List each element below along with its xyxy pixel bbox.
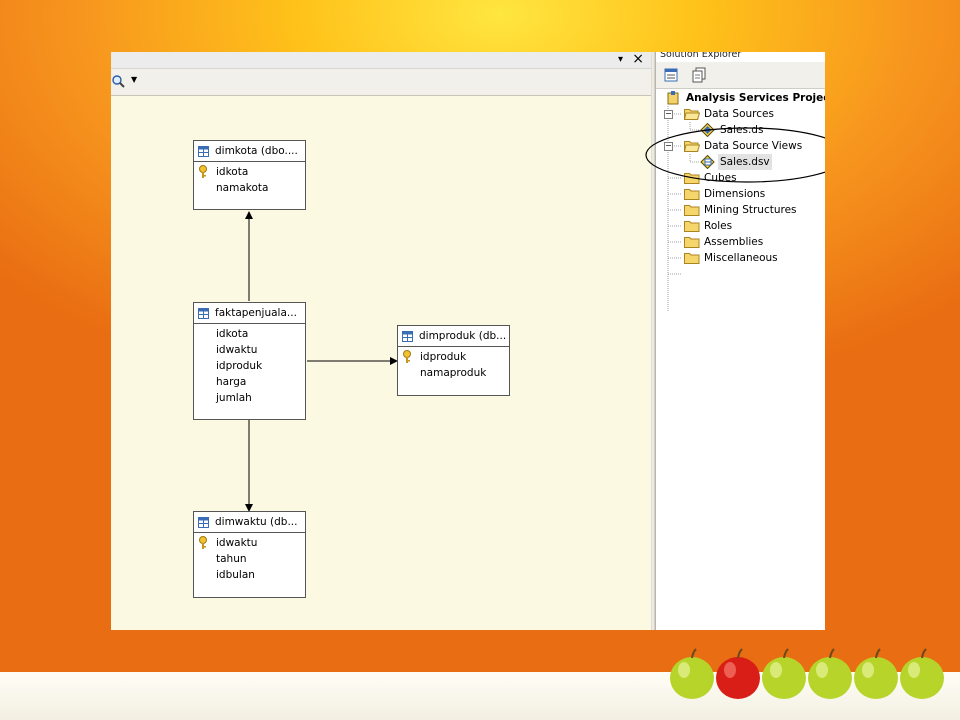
solution-explorer: Solution Explorer — [655, 52, 825, 630]
tree-item-label: Sales.dsv — [718, 154, 772, 170]
table-name: dimwaktu (db... — [215, 516, 298, 528]
table-header: dimkota (dbo.... — [194, 141, 305, 162]
folder-icon — [684, 253, 700, 264]
column-row[interactable]: idkota — [194, 164, 305, 180]
zoom-dropdown-icon[interactable]: ▼ — [131, 75, 138, 84]
folder-icon — [684, 221, 700, 232]
folder-open-icon — [684, 109, 700, 120]
solution-explorer-title: Solution Explorer — [660, 52, 742, 60]
table-icon — [402, 330, 413, 342]
primary-key-icon — [403, 350, 411, 363]
column-name: idkota — [216, 328, 249, 340]
table-faktapenjualan[interactable]: faktapenjuala... idkota idwaktu idproduk… — [193, 302, 306, 420]
tree-item-label: Miscellaneous — [704, 252, 778, 264]
apple-icon — [670, 648, 714, 699]
solution-explorer-toolbar — [656, 62, 825, 89]
column-row[interactable]: jumlah — [194, 390, 305, 406]
pane-close-icon[interactable]: × — [632, 52, 644, 67]
tree-item-project[interactable]: Analysis Services Project — [666, 90, 825, 106]
table-dimkota[interactable]: dimkota (dbo.... idkota namakota — [193, 140, 306, 210]
tree-item-label: Mining Structures — [704, 204, 797, 216]
folder-icon — [684, 205, 700, 216]
column-name: namaproduk — [420, 367, 487, 379]
column-row[interactable]: idkota — [194, 326, 305, 342]
apple-icon — [762, 648, 806, 699]
column-name: idkota — [216, 166, 249, 178]
column-row[interactable]: namakota — [194, 180, 305, 196]
table-icon — [198, 307, 209, 319]
column-name: namakota — [216, 182, 269, 194]
table-name: dimkota (dbo.... — [215, 145, 298, 157]
apple-icon — [716, 648, 760, 699]
data-source-icon — [700, 123, 715, 137]
tree-item-label: Data Sources — [704, 108, 774, 120]
project-icon — [667, 91, 679, 105]
table-icon — [198, 516, 209, 528]
column-name: jumlah — [216, 392, 252, 404]
properties-icon[interactable] — [664, 67, 680, 83]
column-row[interactable]: idwaktu — [194, 342, 305, 358]
column-row[interactable]: idproduk — [194, 358, 305, 374]
designer-title-bar: ▾ × — [111, 52, 651, 69]
dsv-designer-pane: ▾ × ▼ dimkota (dbo.... — [111, 52, 651, 630]
column-name: idproduk — [216, 360, 263, 372]
column-name: harga — [216, 376, 247, 388]
column-row[interactable]: idwaktu — [194, 535, 305, 551]
column-name: idproduk — [420, 351, 467, 363]
tree-item-label: Roles — [704, 220, 733, 232]
apple-icon — [854, 648, 898, 699]
table-header: dimwaktu (db... — [194, 512, 305, 533]
column-row[interactable]: idproduk — [398, 349, 509, 365]
designer-toolbar: ▼ — [111, 69, 651, 96]
pane-dropdown-icon[interactable]: ▾ — [617, 54, 623, 65]
show-all-files-icon[interactable] — [692, 67, 708, 83]
table-icon — [198, 145, 209, 157]
relationship-lines — [245, 211, 398, 512]
tree-item-label: Dimensions — [704, 188, 766, 200]
primary-key-icon — [199, 165, 207, 178]
apple-icon — [900, 648, 944, 699]
column-row[interactable]: namaproduk — [398, 365, 509, 381]
tree-item-label: Analysis Services Project — [686, 92, 825, 104]
tree-item-label: Assemblies — [704, 236, 764, 248]
tree-item-label: Data Source Views — [704, 140, 803, 152]
data-source-view-icon — [700, 155, 715, 169]
folder-icon — [684, 189, 700, 200]
column-name: idbulan — [216, 569, 255, 581]
column-row[interactable]: harga — [194, 374, 305, 390]
table-header: faktapenjuala... — [194, 303, 305, 324]
collapse-icon[interactable]: − — [664, 141, 673, 151]
column-row[interactable]: idbulan — [194, 567, 305, 583]
column-name: idwaktu — [216, 344, 258, 356]
ide-screenshot: ▾ × ▼ dimkota (dbo.... — [111, 52, 825, 630]
column-name: idwaktu — [216, 537, 258, 549]
column-row[interactable]: tahun — [194, 551, 305, 567]
table-dimproduk[interactable]: dimproduk (db... idproduk namaproduk — [397, 325, 510, 396]
folder-open-icon — [684, 141, 700, 152]
tree-item-label: Sales.ds — [720, 124, 764, 136]
primary-key-icon — [199, 536, 207, 549]
collapse-icon[interactable]: − — [664, 109, 673, 119]
table-name: faktapenjuala... — [215, 307, 297, 319]
folder-icon — [684, 173, 700, 184]
table-name: dimproduk (db... — [419, 330, 507, 342]
column-name: tahun — [216, 553, 247, 565]
folder-icon — [684, 237, 700, 248]
table-dimwaktu[interactable]: dimwaktu (db... idwaktu tahun idbulan — [193, 511, 306, 598]
zoom-icon[interactable] — [111, 74, 125, 88]
tree-item-label: Cubes — [704, 172, 737, 184]
apple-icon — [808, 648, 852, 699]
pane-splitter[interactable] — [651, 52, 655, 630]
table-header: dimproduk (db... — [398, 326, 509, 347]
